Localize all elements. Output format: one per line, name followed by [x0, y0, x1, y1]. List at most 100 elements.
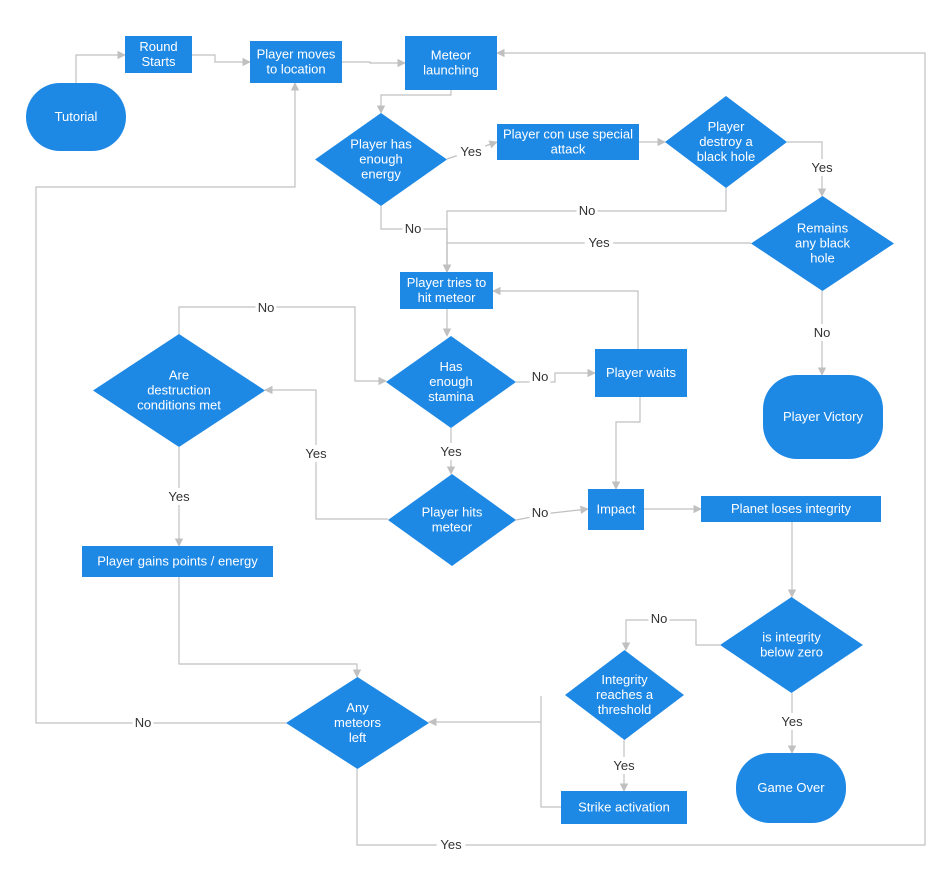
process-box	[405, 36, 497, 90]
edge-label-bg	[456, 143, 486, 160]
node-label-line: launching	[423, 63, 479, 78]
process-box	[400, 272, 493, 309]
edge-label-destruction-no: No	[258, 300, 275, 315]
edge-hits-no	[515, 505, 589, 521]
node-label-line: enough	[359, 152, 402, 167]
terminal-shape	[26, 83, 126, 151]
node-label-line: attack	[551, 142, 586, 157]
node-label-line: Starts	[142, 54, 176, 69]
edge-label-bg	[402, 220, 424, 237]
edge-label-bg	[807, 159, 837, 176]
node-label-line: Player	[708, 119, 746, 134]
edge-label-destroy-yes: Yes	[811, 160, 833, 175]
node-impact: Impact	[588, 489, 644, 530]
decision-diamond	[388, 474, 516, 566]
edge-label-bg	[529, 368, 551, 385]
edge-label-bg	[811, 324, 833, 341]
edge-waits-to-impact	[611, 397, 641, 490]
edge-label-destruction-yes: Yes	[168, 489, 190, 504]
edge-label-bg	[301, 445, 331, 462]
edge-launching-to-energy	[376, 90, 452, 114]
edge-destroy-no	[442, 188, 727, 273]
edge-label-remains-no: No	[814, 325, 831, 340]
node-label-line: stamina	[428, 389, 474, 404]
terminal-shape	[763, 375, 883, 459]
node-label-line: below zero	[760, 645, 823, 660]
process-box	[561, 791, 687, 824]
edge-label-hits-yes: Yes	[305, 446, 327, 461]
node-label-line: reaches a	[596, 687, 654, 702]
node-label-line: Player waits	[606, 365, 677, 380]
edge-label-stamina-yes: Yes	[440, 444, 462, 459]
node-label-line: any black	[795, 236, 850, 251]
decision-diamond	[720, 597, 863, 693]
edge-energy-no	[380, 206, 452, 273]
process-box	[82, 546, 273, 577]
edge-label-threshold-yes: Yes	[613, 758, 635, 773]
edge-labels-layer: YesYesNoNoYesNoNoYesNoYesNoYesNoYesYesNo…	[132, 143, 837, 853]
node-label-line: left	[349, 730, 367, 745]
decision-diamond	[315, 113, 447, 206]
edge-label-bg	[164, 488, 194, 505]
decision-diamond	[286, 677, 429, 769]
process-box	[588, 489, 644, 530]
decision-diamond	[386, 336, 516, 428]
edge-destroy-yes	[787, 141, 827, 197]
edge-label-bg	[436, 836, 466, 853]
node-gains-points: Player gains points / energy	[82, 546, 273, 577]
edge-remains-yes	[442, 242, 751, 273]
node-label-line: meteor	[432, 520, 473, 535]
edge-waits-to-tries	[492, 286, 639, 349]
edge-label-bg	[132, 714, 154, 731]
node-label-line: meteors	[334, 715, 381, 730]
edge-label-zero-yes: Yes	[781, 714, 803, 729]
node-label-line: Meteor	[431, 48, 472, 63]
edge-label-bg	[648, 610, 670, 627]
edge-label-destroy-no: No	[579, 203, 596, 218]
edge-label-meteors-yes: Yes	[440, 837, 462, 852]
decision-diamond	[751, 196, 894, 291]
node-label-line: energy	[361, 167, 401, 182]
node-label-line: Are	[169, 368, 189, 383]
node-label-line: Remains	[797, 221, 849, 236]
edge-destruction-no	[178, 306, 387, 386]
node-game-over: Game Over	[736, 753, 846, 823]
edge-label-zero-no: No	[651, 611, 668, 626]
node-label-line: threshold	[598, 702, 651, 717]
node-tutorial: Tutorial	[26, 83, 126, 151]
edge-label-bg	[609, 757, 639, 774]
process-box	[595, 349, 687, 397]
edge-round-to-moves	[192, 54, 251, 67]
node-label-line: Player moves	[257, 47, 336, 62]
edge-label-energy-no: No	[405, 221, 422, 236]
edge-label-bg	[576, 202, 598, 219]
node-label-line: enough	[429, 374, 472, 389]
edge-gains-to-meteors	[178, 577, 362, 678]
edge-meteors-yes	[356, 48, 926, 846]
node-label-line: conditions met	[137, 398, 221, 413]
edge-label-bg	[255, 299, 277, 316]
node-label-line: to location	[266, 62, 325, 77]
edge-label-bg	[777, 713, 807, 730]
node-label-line: Tutorial	[55, 109, 98, 124]
node-label-line: is integrity	[762, 630, 821, 645]
edge-tutorial-to-round	[75, 50, 126, 83]
node-strike-activation: Strike activation	[561, 791, 687, 824]
decision-diamond	[93, 334, 265, 447]
node-label-line: Impact	[596, 502, 635, 517]
decision-diamond	[565, 650, 684, 740]
edge-label-energy-yes: Yes	[460, 144, 482, 159]
terminal-shape	[736, 753, 846, 823]
edge-label-hits-no: No	[532, 505, 549, 520]
